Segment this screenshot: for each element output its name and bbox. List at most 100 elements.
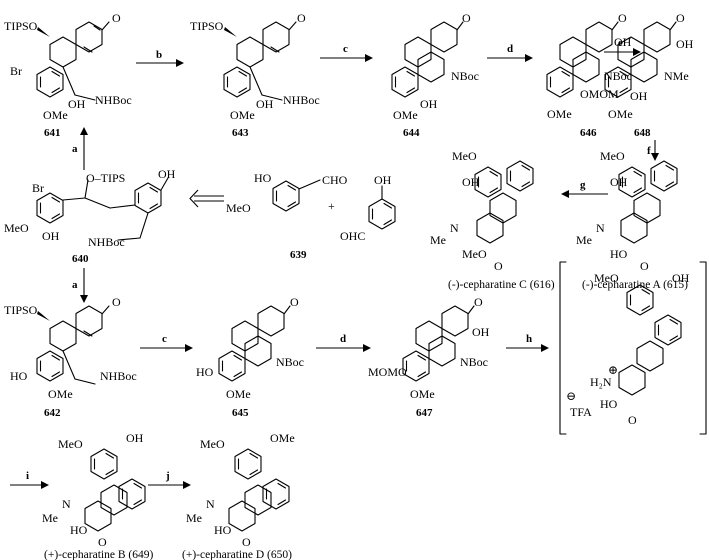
negative-charge: ⊖ [566,389,576,403]
hydroxy-label: HO [600,397,618,411]
nhboc-label: NHBoc [283,93,320,107]
svg-text:O: O [290,295,299,309]
step-d-mid: d [340,333,346,345]
hydroxy-label: OH [126,431,144,445]
label-644: 644 [403,127,420,139]
bromo-label: Br [10,64,22,78]
nboc-label: NBoc [451,69,479,83]
methoxy-label: OMe [608,107,633,121]
methoxy-label: OMe [393,108,418,122]
methoxy-label: OMe [226,387,251,401]
methoxy-label: OMe [547,107,572,121]
nhboc-label: NHBoc [95,93,132,107]
nitrogen-label: N [450,221,459,235]
cepharatine-c-name: (-)-cepharatine C (616) [448,279,555,291]
hydroxy-label: OH [676,37,694,51]
methoxy-label: MeO [600,149,625,163]
methyl-label: Me [430,233,446,247]
momo-label: MOMO [368,365,407,379]
compound-cepharatine-a: MeO OH N Me HO O (-)-cepharatine A (615) [576,149,688,291]
methoxy-label: MeO [462,247,487,261]
label-647: 647 [416,407,433,419]
step-c-top: c [343,43,348,55]
svg-text:O: O [112,11,121,25]
compound-640: OH O–TIPS Br MeO OH NHBoc 640 [4,167,176,265]
cepharatine-a-name: (-)-cepharatine A (615) [582,279,688,291]
step-i: i [26,470,29,482]
svg-text:O: O [474,295,483,309]
compound-648: O OH OH OMe NMe 648 [604,11,694,139]
compound-641: O TIPSO Br OH OMe NHBoc 641 [4,11,132,139]
carbonyl-label: O [98,535,107,549]
step-h: h [526,333,532,345]
compound-643: O TIPSO OH OMe NHBoc 643 [190,11,320,139]
nboc-label: NBoc [604,69,632,83]
svg-text:O: O [112,295,121,309]
nitrogen-label: N [206,497,215,511]
nhboc-label: NHBoc [100,369,137,383]
hydroxy-label: OH [472,325,490,339]
label-640: 640 [72,253,89,265]
label-639: 639 [290,249,307,261]
step-g: g [580,179,586,191]
cepharatine-d-name: (+)-cepharatine D (650) [182,549,292,560]
methyl-label: Me [186,511,202,525]
carbonyl-label: O [640,259,649,273]
methoxy-label: OMe [270,431,295,445]
carbonyl-label: O [242,535,251,549]
compound-645: O HO OMe NBoc 645 [196,295,304,419]
step-a-down: a [72,279,78,291]
svg-text:O: O [618,11,627,25]
compound-642: O TIPSO HO OMe NHBoc 642 [4,295,137,419]
label-645: 645 [232,407,249,419]
label-648: 648 [634,127,651,139]
hydroxy-label: OH [256,97,274,111]
label-641: 641 [44,127,61,139]
aldehyde-label: OHC [340,229,365,243]
hydroxy-label: OH [672,271,690,285]
methoxy-label: MeO [452,149,477,163]
hydroxy-label: HO [214,523,232,537]
compound-cepharatine-b: MeO OH N Me HO O (+)-cepharatine B (649) [42,431,153,560]
step-d-top: d [507,43,513,55]
methoxy-label: MeO [226,201,251,215]
svg-text:O: O [462,11,471,25]
aldehyde-label: CHO [322,173,348,187]
compound-644: O OH OMe NBoc 644 [391,11,479,139]
methoxy-label: OMe [43,108,68,122]
methoxy-label: MeO [200,437,225,451]
methoxy-label: OMe [230,108,255,122]
step-f: f [647,145,651,157]
bromo-label: Br [32,181,44,195]
methoxy-label: OMe [410,387,435,401]
tipso-label: TIPSO [4,19,38,33]
compound-cepharatine-c: MeO OH N Me MeO O (-)-cepharatine C (616… [430,149,555,291]
svg-text:O: O [676,11,685,25]
hydroxy-label: HO [196,365,214,379]
methoxy-label: OMe [48,387,73,401]
step-c-mid: c [162,333,167,345]
nboc-label: NBoc [460,355,488,369]
step-a-up: a [72,143,78,155]
label-646: 646 [580,127,597,139]
compound-647: O OH MOMO OMe NBoc 647 [368,295,490,419]
positive-charge: ⊕ [608,363,618,377]
otips-label: O–TIPS [86,171,125,185]
compound-646: O OH OMOM OMe NBoc 646 [546,11,632,139]
compound-cepharatine-d: MeO OMe N Me HO O (+)-cepharatine D (650… [182,431,295,560]
hydroxy-label: OH [68,97,86,111]
hydroxy-label: OH [42,229,60,243]
hydroxy-label: OH [462,175,480,189]
step-b: b [156,49,162,61]
nboc-label: NBoc [276,355,304,369]
nitrogen-label: N [62,497,71,511]
hydroxy-label: OH [610,175,628,189]
step-j: j [165,470,170,482]
tfa-salt-intermediate: MeO OH H₂N ⊕ ⊖ TFA HO O [559,261,707,435]
hydroxy-label: HO [70,523,88,537]
retro-arrow [189,189,224,208]
ammonium-label: H₂N [590,375,612,389]
methyl-label: Me [42,511,58,525]
compound-639: CHO HO MeO + OH OHC 639 [226,171,396,261]
